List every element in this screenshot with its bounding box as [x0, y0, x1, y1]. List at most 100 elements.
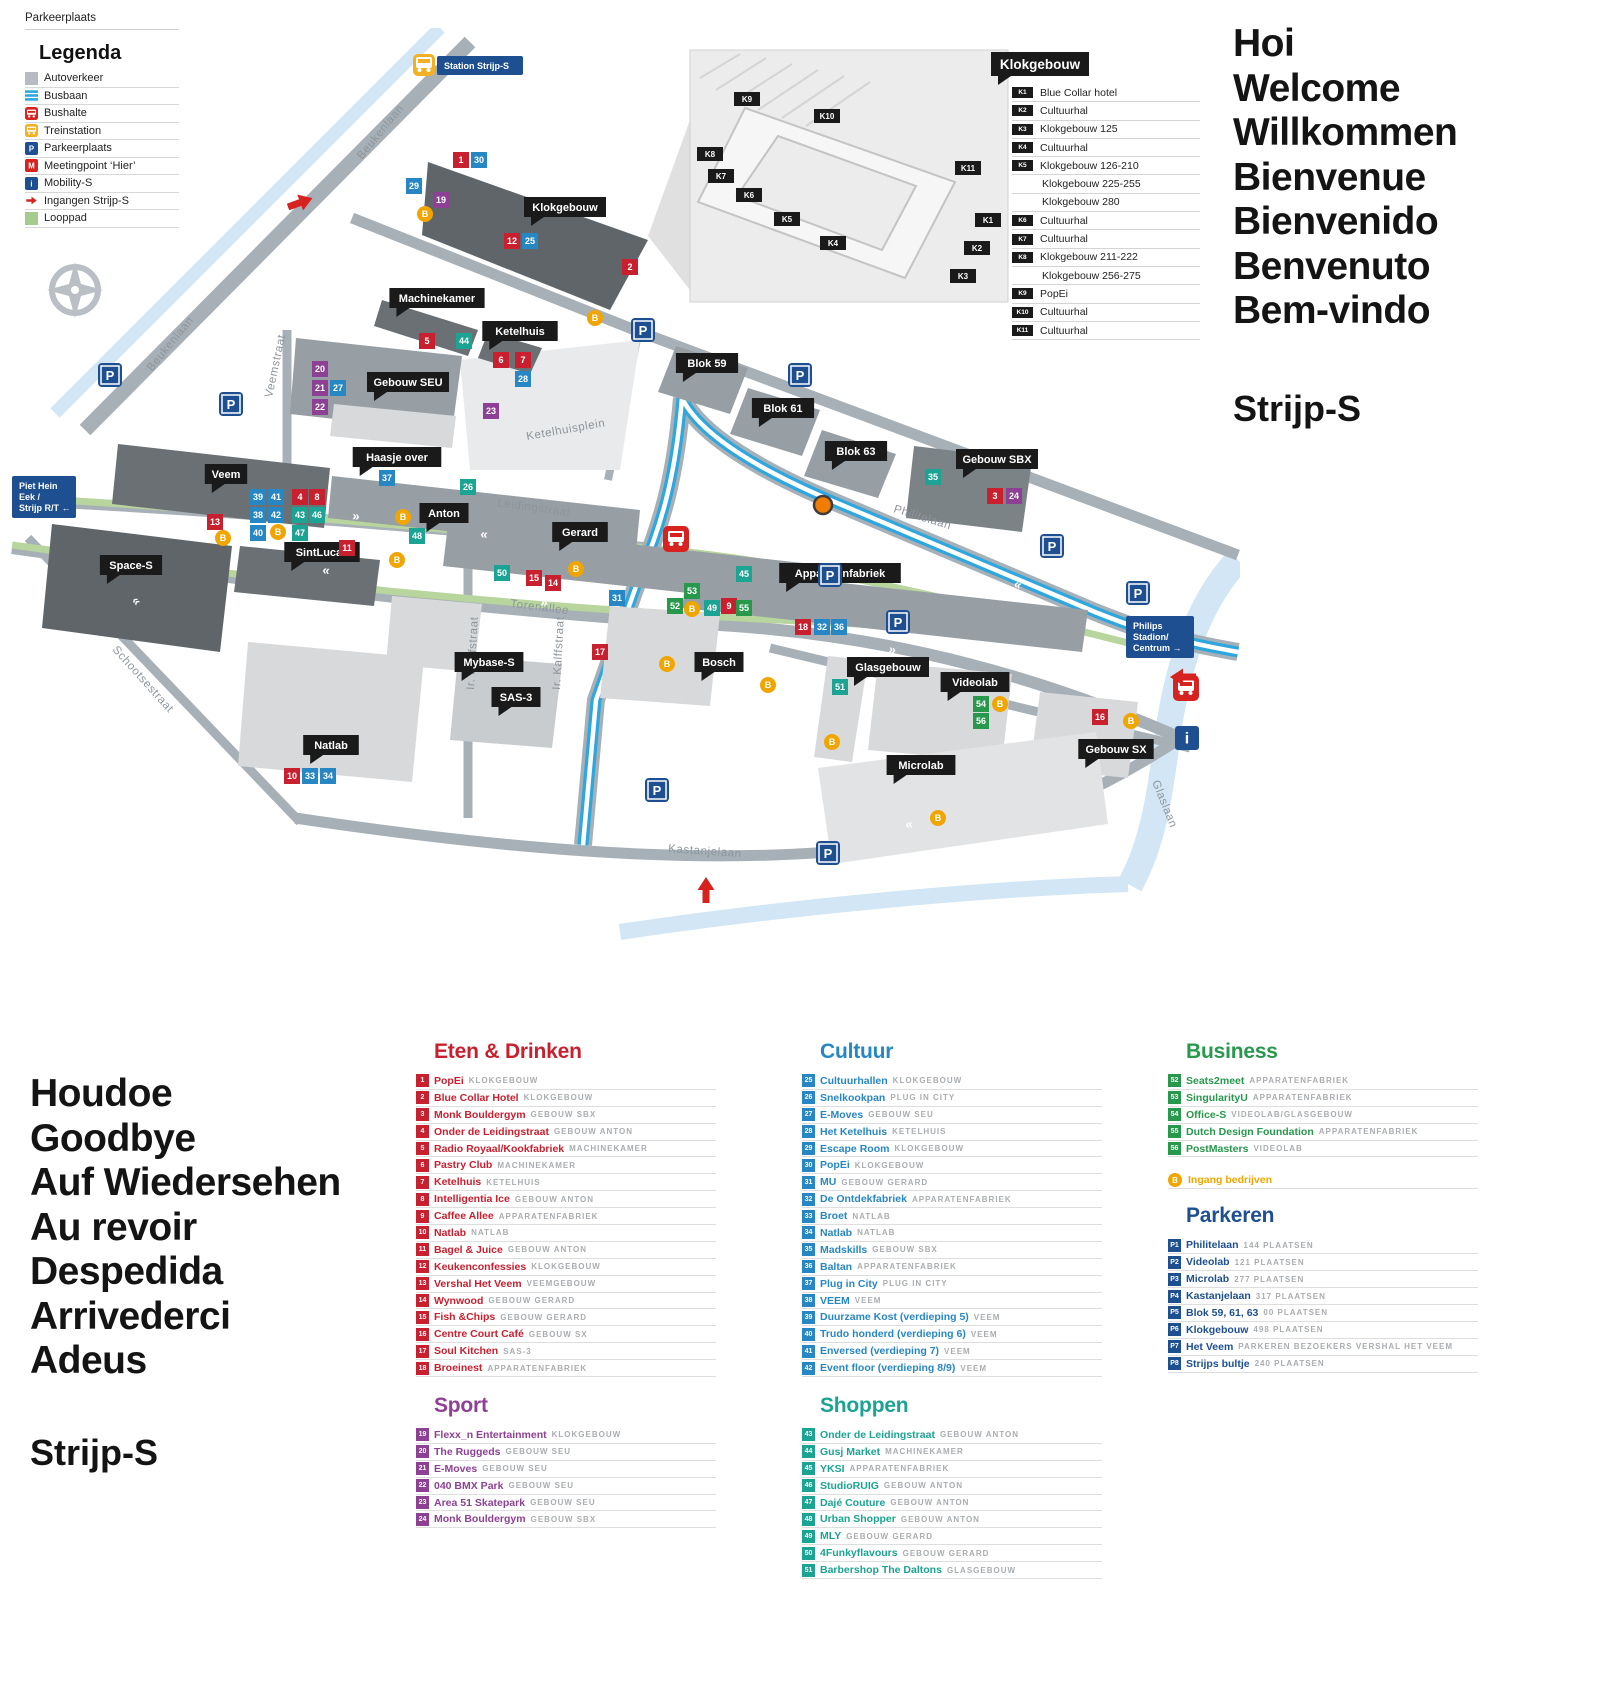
svg-text:P: P — [826, 568, 835, 583]
map-marker-B — [659, 656, 675, 672]
svg-text:B: B — [592, 313, 599, 323]
svg-text:K9: K9 — [742, 95, 753, 104]
map-marker-32 — [814, 619, 830, 635]
marker-badge: 42 — [802, 1361, 815, 1375]
marker-badge: 10 — [416, 1226, 429, 1240]
greeting-line: Auf Wiedersehen — [30, 1161, 341, 1204]
svg-text:Blok 63: Blok 63 — [836, 446, 875, 458]
svg-text:34: 34 — [323, 771, 333, 781]
svg-text:52: 52 — [670, 601, 680, 611]
busstop-icon — [25, 106, 38, 120]
marker-badge: 15 — [416, 1310, 429, 1324]
svg-text:53: 53 — [687, 586, 697, 596]
map-marker-8 — [309, 489, 325, 505]
item-name: Soul Kitchen — [434, 1345, 499, 1358]
greeting-line: Willkommen — [1233, 111, 1458, 154]
building-label — [824, 441, 888, 470]
map-marker-50 — [494, 565, 510, 581]
legend-item-label: Ingangen Strijp-S — [44, 194, 129, 207]
inset-key-badge: K3 — [1012, 123, 1033, 135]
footpath-icon — [25, 211, 38, 225]
item-location: VEEMGEBOUW — [526, 1279, 597, 1289]
buslane-icon — [25, 89, 38, 103]
item-name: MU — [820, 1176, 837, 1189]
canal-east — [1118, 551, 1240, 892]
legend-item-label: Busbaan — [44, 89, 88, 102]
map-marker-B — [930, 810, 946, 826]
map-marker-24 — [1006, 488, 1022, 504]
svg-text:28: 28 — [518, 374, 528, 384]
item-location: GEBOUW GERARD — [902, 1548, 990, 1558]
svg-text:B: B — [1128, 716, 1135, 726]
svg-text:12: 12 — [507, 236, 517, 246]
svg-text:21: 21 — [315, 383, 325, 393]
map-marker-18 — [795, 619, 811, 635]
svg-text:B: B — [689, 604, 696, 614]
building-label — [552, 522, 608, 551]
item-name: Broet — [820, 1210, 848, 1223]
map-marker-37 — [379, 470, 395, 486]
map-marker-B — [417, 206, 433, 222]
section-title-business: Business — [1186, 1040, 1278, 1063]
road-direction-chevron: « — [322, 562, 331, 578]
svg-text:20: 20 — [315, 364, 325, 374]
item-name: Radio Royaal/Kookfabriek — [434, 1142, 565, 1155]
svg-text:15: 15 — [529, 573, 539, 583]
item-location: GEBOUW SBX — [530, 1110, 597, 1120]
parking-icon — [818, 563, 842, 587]
map-marker-13 — [207, 514, 223, 530]
svg-text:41: 41 — [271, 492, 281, 502]
map-marker-36 — [831, 619, 847, 635]
item-name: Intelligentia Ice — [434, 1193, 510, 1206]
item-location: GEBOUW GERARD — [500, 1312, 588, 1322]
svg-text:K3: K3 — [958, 272, 969, 281]
marker-badge: 13 — [416, 1277, 429, 1291]
car-icon — [25, 71, 38, 85]
item-name: Het Veem — [1186, 1340, 1234, 1353]
building-label — [454, 652, 524, 681]
train-station-icon — [413, 54, 435, 76]
inset-item-label: Klokgebouw 225-255 — [1042, 178, 1141, 191]
item-location: APPARATENFABRIEK — [498, 1211, 599, 1221]
greeting-line: Adeus — [30, 1339, 147, 1382]
brand-strijp-s-bottom: Strijp-S — [30, 1432, 159, 1473]
svg-text:K8: K8 — [705, 150, 716, 159]
item-location: PLUG IN CITY — [882, 1279, 948, 1289]
map-marker-K1 — [975, 213, 1001, 227]
building-label — [751, 398, 815, 427]
marker-badge: 49 — [802, 1529, 815, 1543]
map-marker-21 — [312, 380, 328, 396]
svg-text:2: 2 — [627, 262, 632, 272]
marker-badge: 4 — [416, 1125, 429, 1139]
legend-item: Treinstation — [25, 123, 179, 140]
svg-text:K5: K5 — [782, 215, 793, 224]
greeting-line: Goodbye — [30, 1116, 196, 1160]
marker-badge: 32 — [802, 1192, 815, 1206]
parking-icon — [1126, 581, 1150, 605]
marker-badge: 33 — [802, 1209, 815, 1223]
svg-text:22: 22 — [315, 402, 325, 412]
map-marker-1 — [453, 152, 469, 168]
item-name: Blue Collar Hotel — [434, 1091, 519, 1104]
svg-text:Centrum →: Centrum → — [1133, 643, 1182, 653]
map-marker-B — [1123, 713, 1139, 729]
svg-text:B: B — [573, 564, 580, 574]
